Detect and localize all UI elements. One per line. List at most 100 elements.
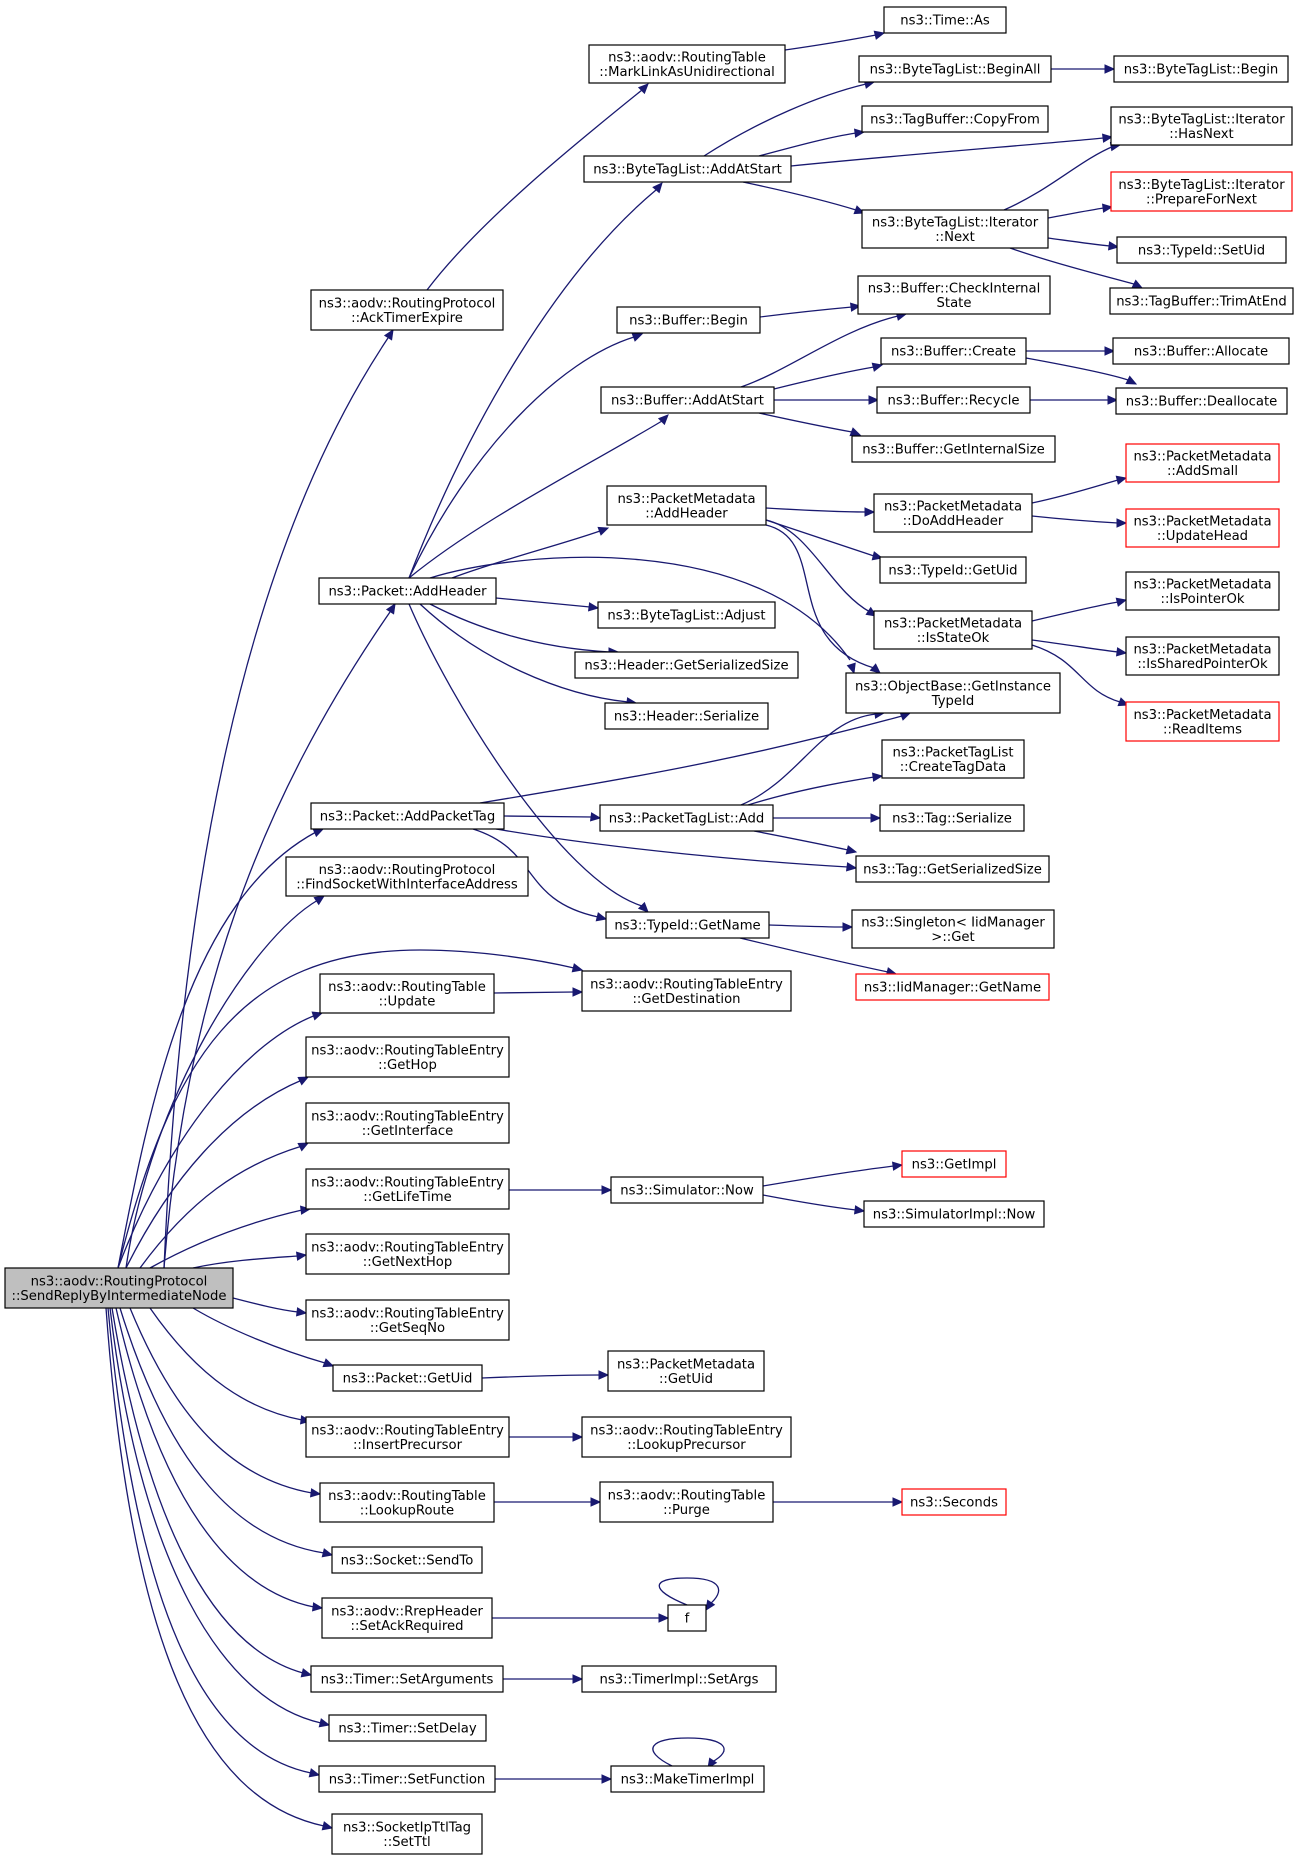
node-rt-lookup-route[interactable]: ns3::aodv::RoutingTable::LookupRoute xyxy=(319,1482,495,1523)
edge-root-to-rteGetNextHop xyxy=(192,1251,308,1269)
node-pm-add-small[interactable]: ns3::PacketMetadata::AddSmall xyxy=(1125,443,1280,483)
node-sock-send-to[interactable]: ns3::Socket::SendTo xyxy=(331,1546,483,1574)
node-rte-get-next-hop[interactable]: ns3::aodv::RoutingTableEntry::GetNextHop xyxy=(305,1233,510,1275)
edge-pktAddHeader-to-btlAdjust xyxy=(495,597,600,612)
node-ack-timer-expire[interactable]: ns3::aodv::RoutingProtocol::AckTimerExpi… xyxy=(310,289,504,331)
node-box xyxy=(901,1150,1007,1178)
node-label: ns3::Header::GetSerializedSize xyxy=(584,659,788,674)
node-pkt-get-uid[interactable]: ns3::Packet::GetUid xyxy=(332,1364,483,1392)
node-get-impl[interactable]: ns3::GetImpl xyxy=(901,1150,1007,1178)
node-sock-ip-ttl-set-ttl[interactable]: ns3::SocketIpTtlTag::SetTtl xyxy=(331,1813,483,1855)
node-singleton-get[interactable]: ns3::Singleton< IidManager>::Get xyxy=(851,909,1055,949)
node-btl-adjust[interactable]: ns3::ByteTagList::Adjust xyxy=(597,601,776,629)
arrowhead-icon xyxy=(871,772,884,782)
node-pkt-add-header[interactable]: ns3::Packet::AddHeader xyxy=(318,577,497,605)
node-btli-prepare[interactable]: ns3::ByteTagList::Iterator::PrepareForNe… xyxy=(1110,171,1293,212)
edge-makeTimerImpl-to-makeTimerImpl xyxy=(652,1737,725,1770)
node-pm-do-add-header[interactable]: ns3::PacketMetadata::DoAddHeader xyxy=(873,493,1033,533)
edge-btlAddAtStart-to-tbCopyFrom xyxy=(758,128,866,157)
node-btl-add-at-start[interactable]: ns3::ByteTagList::AddAtStart xyxy=(583,155,792,183)
node-pm-get-uid[interactable]: ns3::PacketMetadata::GetUid xyxy=(607,1350,765,1392)
node-tb-copy-from[interactable]: ns3::TagBuffer::CopyFrom xyxy=(861,105,1049,133)
node-box xyxy=(588,44,786,84)
node-btl-begin[interactable]: ns3::ByteTagList::Begin xyxy=(1113,55,1289,83)
arrowhead-icon xyxy=(1104,64,1116,74)
node-hdr-get-size[interactable]: ns3::Header::GetSerializedSize xyxy=(574,651,799,679)
node-rrep-set-ack[interactable]: ns3::aodv::RrepHeader::SetAckRequired xyxy=(321,1597,493,1639)
node-label: ::Update xyxy=(379,994,436,1009)
node-tag-get-size[interactable]: ns3::Tag::GetSerializedSize xyxy=(855,855,1050,883)
node-rte-get-iface[interactable]: ns3::aodv::RoutingTableEntry::GetInterfa… xyxy=(305,1102,510,1144)
edge-pktAddHeader-to-pmAddHeader xyxy=(451,526,610,579)
node-rte-lookup-prec[interactable]: ns3::aodv::RoutingTableEntry::LookupPrec… xyxy=(581,1416,792,1458)
node-pm-read-items[interactable]: ns3::PacketMetadata::ReadItems xyxy=(1125,701,1280,742)
node-iid-get-name[interactable]: ns3::IidManager::GetName xyxy=(855,973,1050,1001)
node-pm-is-pointer-ok[interactable]: ns3::PacketMetadata::IsPointerOk xyxy=(1125,571,1280,611)
node-label: ns3::aodv::RoutingProtocol xyxy=(319,863,496,878)
node-rte-get-hop[interactable]: ns3::aodv::RoutingTableEntry::GetHop xyxy=(305,1036,510,1078)
edge-pktAddHeader-to-hdrGetSize xyxy=(429,603,620,657)
node-timer-impl-set-args[interactable]: ns3::TimerImpl::SetArgs xyxy=(581,1665,777,1693)
node-rte-insert-prec[interactable]: ns3::aodv::RoutingTableEntry::InsertPrec… xyxy=(305,1416,510,1458)
node-root[interactable]: ns3::aodv::RoutingProtocol::SendReplyByI… xyxy=(4,1267,234,1309)
node-pm-update-head[interactable]: ns3::PacketMetadata::UpdateHead xyxy=(1125,508,1280,548)
node-label: ns3::SocketIpTtlTag xyxy=(343,1820,471,1835)
node-rte-get-dest[interactable]: ns3::aodv::RoutingTableEntry::GetDestina… xyxy=(581,970,792,1012)
node-box xyxy=(1116,236,1287,264)
node-buf-add-at-start[interactable]: ns3::Buffer::AddAtStart xyxy=(600,386,775,414)
node-f[interactable]: f xyxy=(667,1604,707,1632)
node-buf-recycle[interactable]: ns3::Buffer::Recycle xyxy=(876,386,1031,414)
node-box xyxy=(597,601,776,629)
arrowhead-icon xyxy=(589,812,602,822)
node-find-socket[interactable]: ns3::aodv::RoutingProtocol::FindSocketWi… xyxy=(285,856,529,897)
node-buf-allocate[interactable]: ns3::Buffer::Allocate xyxy=(1112,337,1290,365)
node-label: ::Next xyxy=(935,230,975,245)
node-tid-set-uid[interactable]: ns3::TypeId::SetUid xyxy=(1116,236,1287,264)
node-hdr-serialize[interactable]: ns3::Header::Serialize xyxy=(604,702,769,730)
node-timer-set-args[interactable]: ns3::Timer::SetArguments xyxy=(310,1665,504,1693)
node-buf-begin[interactable]: ns3::Buffer::Begin xyxy=(616,306,761,334)
node-tag-serialize[interactable]: ns3::Tag::Serialize xyxy=(879,804,1025,832)
node-buf-create[interactable]: ns3::Buffer::Create xyxy=(880,337,1027,365)
node-pm-is-state-ok[interactable]: ns3::PacketMetadata::IsStateOk xyxy=(873,610,1033,650)
node-label: ::GetHop xyxy=(378,1058,437,1073)
node-box xyxy=(1125,508,1280,548)
arrowhead-icon xyxy=(587,602,600,612)
node-box xyxy=(305,1036,510,1078)
node-pm-add-header[interactable]: ns3::PacketMetadata::AddHeader xyxy=(606,485,767,526)
node-buf-get-internal-size[interactable]: ns3::Buffer::GetInternalSize xyxy=(851,435,1056,463)
node-tb-trim-at-end[interactable]: ns3::TagBuffer::TrimAtEnd xyxy=(1109,287,1294,315)
node-btli-has-next[interactable]: ns3::ByteTagList::Iterator::HasNext xyxy=(1110,106,1293,146)
node-btl-begin-all[interactable]: ns3::ByteTagList::BeginAll xyxy=(858,55,1052,83)
node-label: ::ReadItems xyxy=(1163,722,1242,737)
node-btli-next[interactable]: ns3::ByteTagList::Iterator::Next xyxy=(861,209,1049,249)
node-make-timer-impl[interactable]: ns3::MakeTimerImpl xyxy=(610,1765,765,1793)
node-box xyxy=(581,1665,777,1693)
node-pkt-add-packet-tag[interactable]: ns3::Packet::AddPacketTag xyxy=(310,802,505,830)
edge-pmDoAddHeader-to-pmAddSmall xyxy=(1031,475,1128,504)
node-label: ns3::Buffer::Begin xyxy=(629,314,748,329)
node-tid-get-name[interactable]: ns3::TypeId::GetName xyxy=(605,911,770,939)
node-time-as[interactable]: ns3::Time::As xyxy=(883,6,1007,34)
node-rte-get-life[interactable]: ns3::aodv::RoutingTableEntry::GetLifeTim… xyxy=(305,1168,510,1210)
node-timer-set-function[interactable]: ns3::Timer::SetFunction xyxy=(318,1765,496,1793)
node-timer-set-delay[interactable]: ns3::Timer::SetDelay xyxy=(328,1714,487,1742)
node-tid-get-uid[interactable]: ns3::TypeId::GetUid xyxy=(879,556,1027,584)
node-buf-deallocate[interactable]: ns3::Buffer::Deallocate xyxy=(1115,387,1288,415)
node-ptl-create-tag-data[interactable]: ns3::PacketTagList::CreateTagData xyxy=(881,739,1025,779)
node-rt-purge[interactable]: ns3::aodv::RoutingTable::Purge xyxy=(599,1481,774,1523)
node-mark-link[interactable]: ns3::aodv::RoutingTable::MarkLinkAsUnidi… xyxy=(588,44,786,84)
edge-rtUpdate-to-rteGetDest xyxy=(493,987,584,997)
node-ptl-add[interactable]: ns3::PacketTagList::Add xyxy=(599,804,774,832)
node-seconds[interactable]: ns3::Seconds xyxy=(901,1488,1007,1516)
node-label: ns3::aodv::RoutingTableEntry xyxy=(311,1109,504,1124)
node-sim-now[interactable]: ns3::Simulator::Now xyxy=(610,1176,764,1204)
node-rte-get-seq-no[interactable]: ns3::aodv::RoutingTableEntry::GetSeqNo xyxy=(305,1299,510,1341)
node-pm-is-shared-pointer-ok[interactable]: ns3::PacketMetadata::IsSharedPointerOk xyxy=(1125,636,1280,676)
arrowhead-icon xyxy=(295,1251,308,1261)
node-sim-impl-now[interactable]: ns3::SimulatorImpl::Now xyxy=(863,1200,1045,1228)
node-rt-update[interactable]: ns3::aodv::RoutingTable::Update xyxy=(319,973,495,1014)
